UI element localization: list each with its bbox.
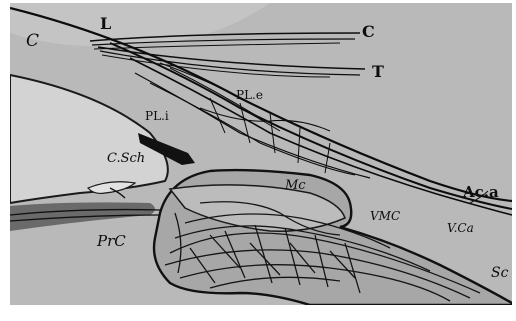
label-ac-a: Ac.a <box>463 185 499 200</box>
label-t: T <box>372 64 384 80</box>
label-c-right: C <box>362 24 375 40</box>
label-v-ca: V.Ca <box>447 222 474 234</box>
label-pl-i: PL.i <box>145 110 169 122</box>
label-pl-e: PL.e <box>236 89 263 101</box>
label-mc: Mc <box>285 179 306 192</box>
label-c-top-left: C <box>26 33 39 50</box>
label-l: L <box>100 16 111 32</box>
label-sc: Sc <box>491 266 508 280</box>
label-vmc: VMC <box>370 210 400 222</box>
label-c-sch: C.Sch <box>107 152 145 165</box>
illustration-plate: C L C T PL.e PL.i C.Sch Mc VMC Ac.a V.Ca… <box>10 3 512 305</box>
anatomical-drawing <box>10 3 512 305</box>
label-prc: PrC <box>97 234 126 249</box>
